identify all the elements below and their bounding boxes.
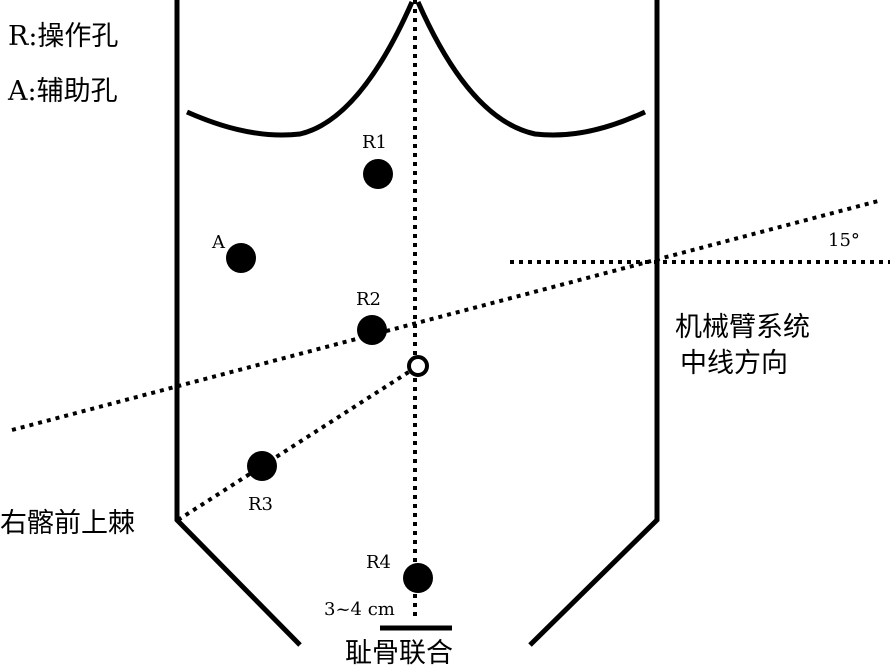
left-body-outline <box>174 0 302 647</box>
robot-axis-label-line1: 机械臂系统 <box>675 312 810 343</box>
robot-axis-label-line2: 中线方向 <box>680 348 788 379</box>
asis-label: 右髂前上棘 <box>0 508 135 539</box>
label-r2: R2 <box>356 289 381 310</box>
robot-axis-dotted <box>11 198 883 432</box>
label-a: A <box>211 232 226 253</box>
label-r3: R3 <box>248 494 273 515</box>
right-body-outline <box>528 0 660 647</box>
asis-to-umbilicus-dotted <box>176 364 420 522</box>
right-costal-margin <box>415 0 647 138</box>
distance-label: 3~4 cm <box>324 599 395 620</box>
port-r4 <box>403 563 433 593</box>
angle-label: 15° <box>828 230 860 251</box>
port-a <box>226 243 256 273</box>
pubis-label: 耻骨联合 <box>345 638 453 669</box>
umbilicus-marker <box>407 355 429 377</box>
port-r2 <box>357 315 387 345</box>
label-r1: R1 <box>362 132 387 153</box>
legend-a: A:辅助孔 <box>7 76 118 107</box>
port-r1 <box>363 159 393 189</box>
legend-r: R:操作孔 <box>8 21 118 52</box>
label-r4: R4 <box>366 552 391 573</box>
left-costal-margin <box>185 0 415 138</box>
port-r3 <box>247 451 277 481</box>
